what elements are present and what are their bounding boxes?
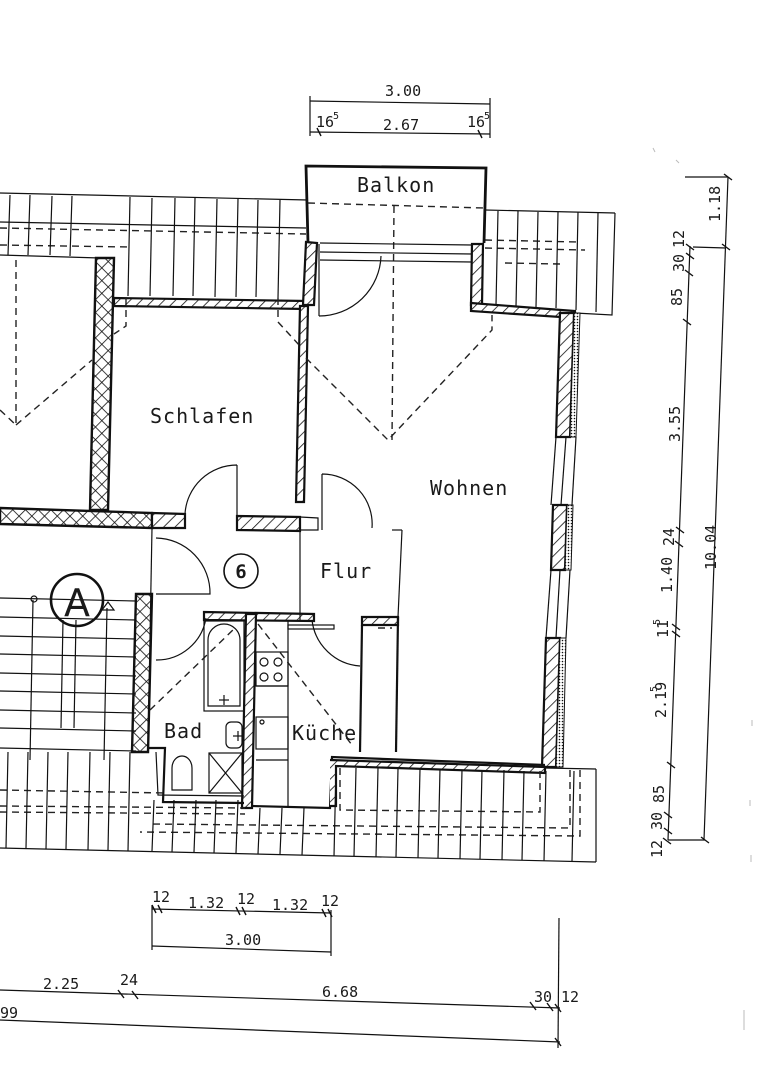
svg-text:99: 99	[0, 1004, 18, 1022]
kitchen-shelf	[287, 624, 335, 630]
wall-balcony-jamb-left	[301, 240, 319, 307]
svg-text:1.32: 1.32	[272, 896, 308, 914]
toilet	[171, 755, 193, 791]
wall-schlafen-north	[112, 296, 308, 311]
bathtub	[203, 620, 245, 712]
svg-text:24: 24	[120, 971, 138, 989]
svg-text:24: 24	[660, 528, 678, 546]
svg-text:3.00: 3.00	[385, 82, 421, 100]
room-label-kueche: Küche	[292, 721, 357, 745]
svg-text:11: 11	[654, 620, 672, 638]
svg-text:16: 16	[467, 113, 485, 131]
window-wohnen	[545, 436, 577, 639]
svg-text:5: 5	[484, 111, 490, 122]
dimension-bottom-kitchen: 12 1.32 12 1.32 12 3.00	[151, 888, 339, 956]
scan-marks	[652, 147, 753, 1030]
svg-text:1.18: 1.18	[706, 186, 724, 222]
svg-text:30: 30	[534, 988, 552, 1006]
svg-text:5: 5	[333, 111, 339, 122]
svg-text:2.67: 2.67	[383, 116, 419, 134]
svg-text:30: 30	[648, 812, 666, 830]
dimension-bottom-overall: 2.25 24 6.68 30 12 99	[0, 917, 579, 1049]
svg-text:6.68: 6.68	[322, 983, 358, 1001]
svg-text:2.19: 2.19	[652, 682, 670, 718]
svg-text:12: 12	[152, 888, 170, 906]
room-label-bad: Bad	[164, 719, 203, 743]
wall-bad-kueche-divider	[240, 612, 258, 810]
room-label-wohnen: Wohnen	[430, 476, 508, 500]
svg-text:10.04: 10.04	[702, 525, 720, 570]
wall-wohnen-east-2	[549, 503, 569, 572]
svg-text:16: 16	[316, 113, 334, 131]
svg-text:12: 12	[237, 890, 255, 908]
washbasin	[225, 721, 243, 749]
svg-text:1.32: 1.32	[188, 894, 224, 912]
room-label-flur: Flur	[320, 559, 372, 583]
svg-text:2.25: 2.25	[43, 975, 79, 993]
shower	[208, 752, 243, 794]
balcony: Balkon	[304, 164, 488, 441]
room-label-schlafen: Schlafen	[150, 404, 254, 428]
svg-text:1.40: 1.40	[658, 557, 676, 593]
svg-text:12: 12	[648, 840, 666, 858]
svg-text:3.55: 3.55	[666, 406, 684, 442]
svg-text:85: 85	[668, 288, 686, 306]
wall-flur-north-left	[150, 511, 187, 530]
stair-marker: A	[49, 572, 105, 628]
wall-schlafen-east	[294, 304, 310, 504]
svg-text:12: 12	[321, 892, 339, 910]
wall-bad-north	[202, 610, 316, 623]
wall-stair	[130, 592, 154, 754]
svg-text:3.00: 3.00	[225, 931, 261, 949]
svg-text:85: 85	[650, 785, 668, 803]
room-label-balkon: Balkon	[357, 173, 435, 197]
wall-party-horizontal	[0, 506, 154, 530]
staircase	[0, 595, 137, 761]
kitchen-sink	[255, 716, 289, 750]
svg-text:30: 30	[670, 254, 688, 272]
wall-kueche-east	[360, 615, 400, 627]
svg-text:6: 6	[235, 561, 246, 583]
svg-text:12: 12	[670, 230, 688, 248]
svg-text:5: 5	[649, 686, 660, 692]
dimension-right: 1.18 10.04 12 30 85 3.55 24 1.40 11 5 2.…	[648, 173, 733, 858]
interior-lines	[147, 527, 403, 749]
roof-eaves-top	[0, 192, 616, 316]
dimension-top: 3.00 16 5 2.67 16 5	[309, 82, 491, 139]
svg-text:12: 12	[561, 988, 579, 1006]
wall-balcony-jamb-right	[469, 242, 485, 307]
roof-slope-lines	[0, 260, 493, 746]
unit-number-badge: 6	[223, 553, 259, 589]
wall-party-left	[88, 256, 116, 512]
svg-text:A: A	[64, 581, 90, 625]
wall-flur-north-mid	[235, 514, 302, 533]
roof-eaves-bottom	[0, 751, 597, 863]
svg-text:5: 5	[652, 619, 663, 625]
